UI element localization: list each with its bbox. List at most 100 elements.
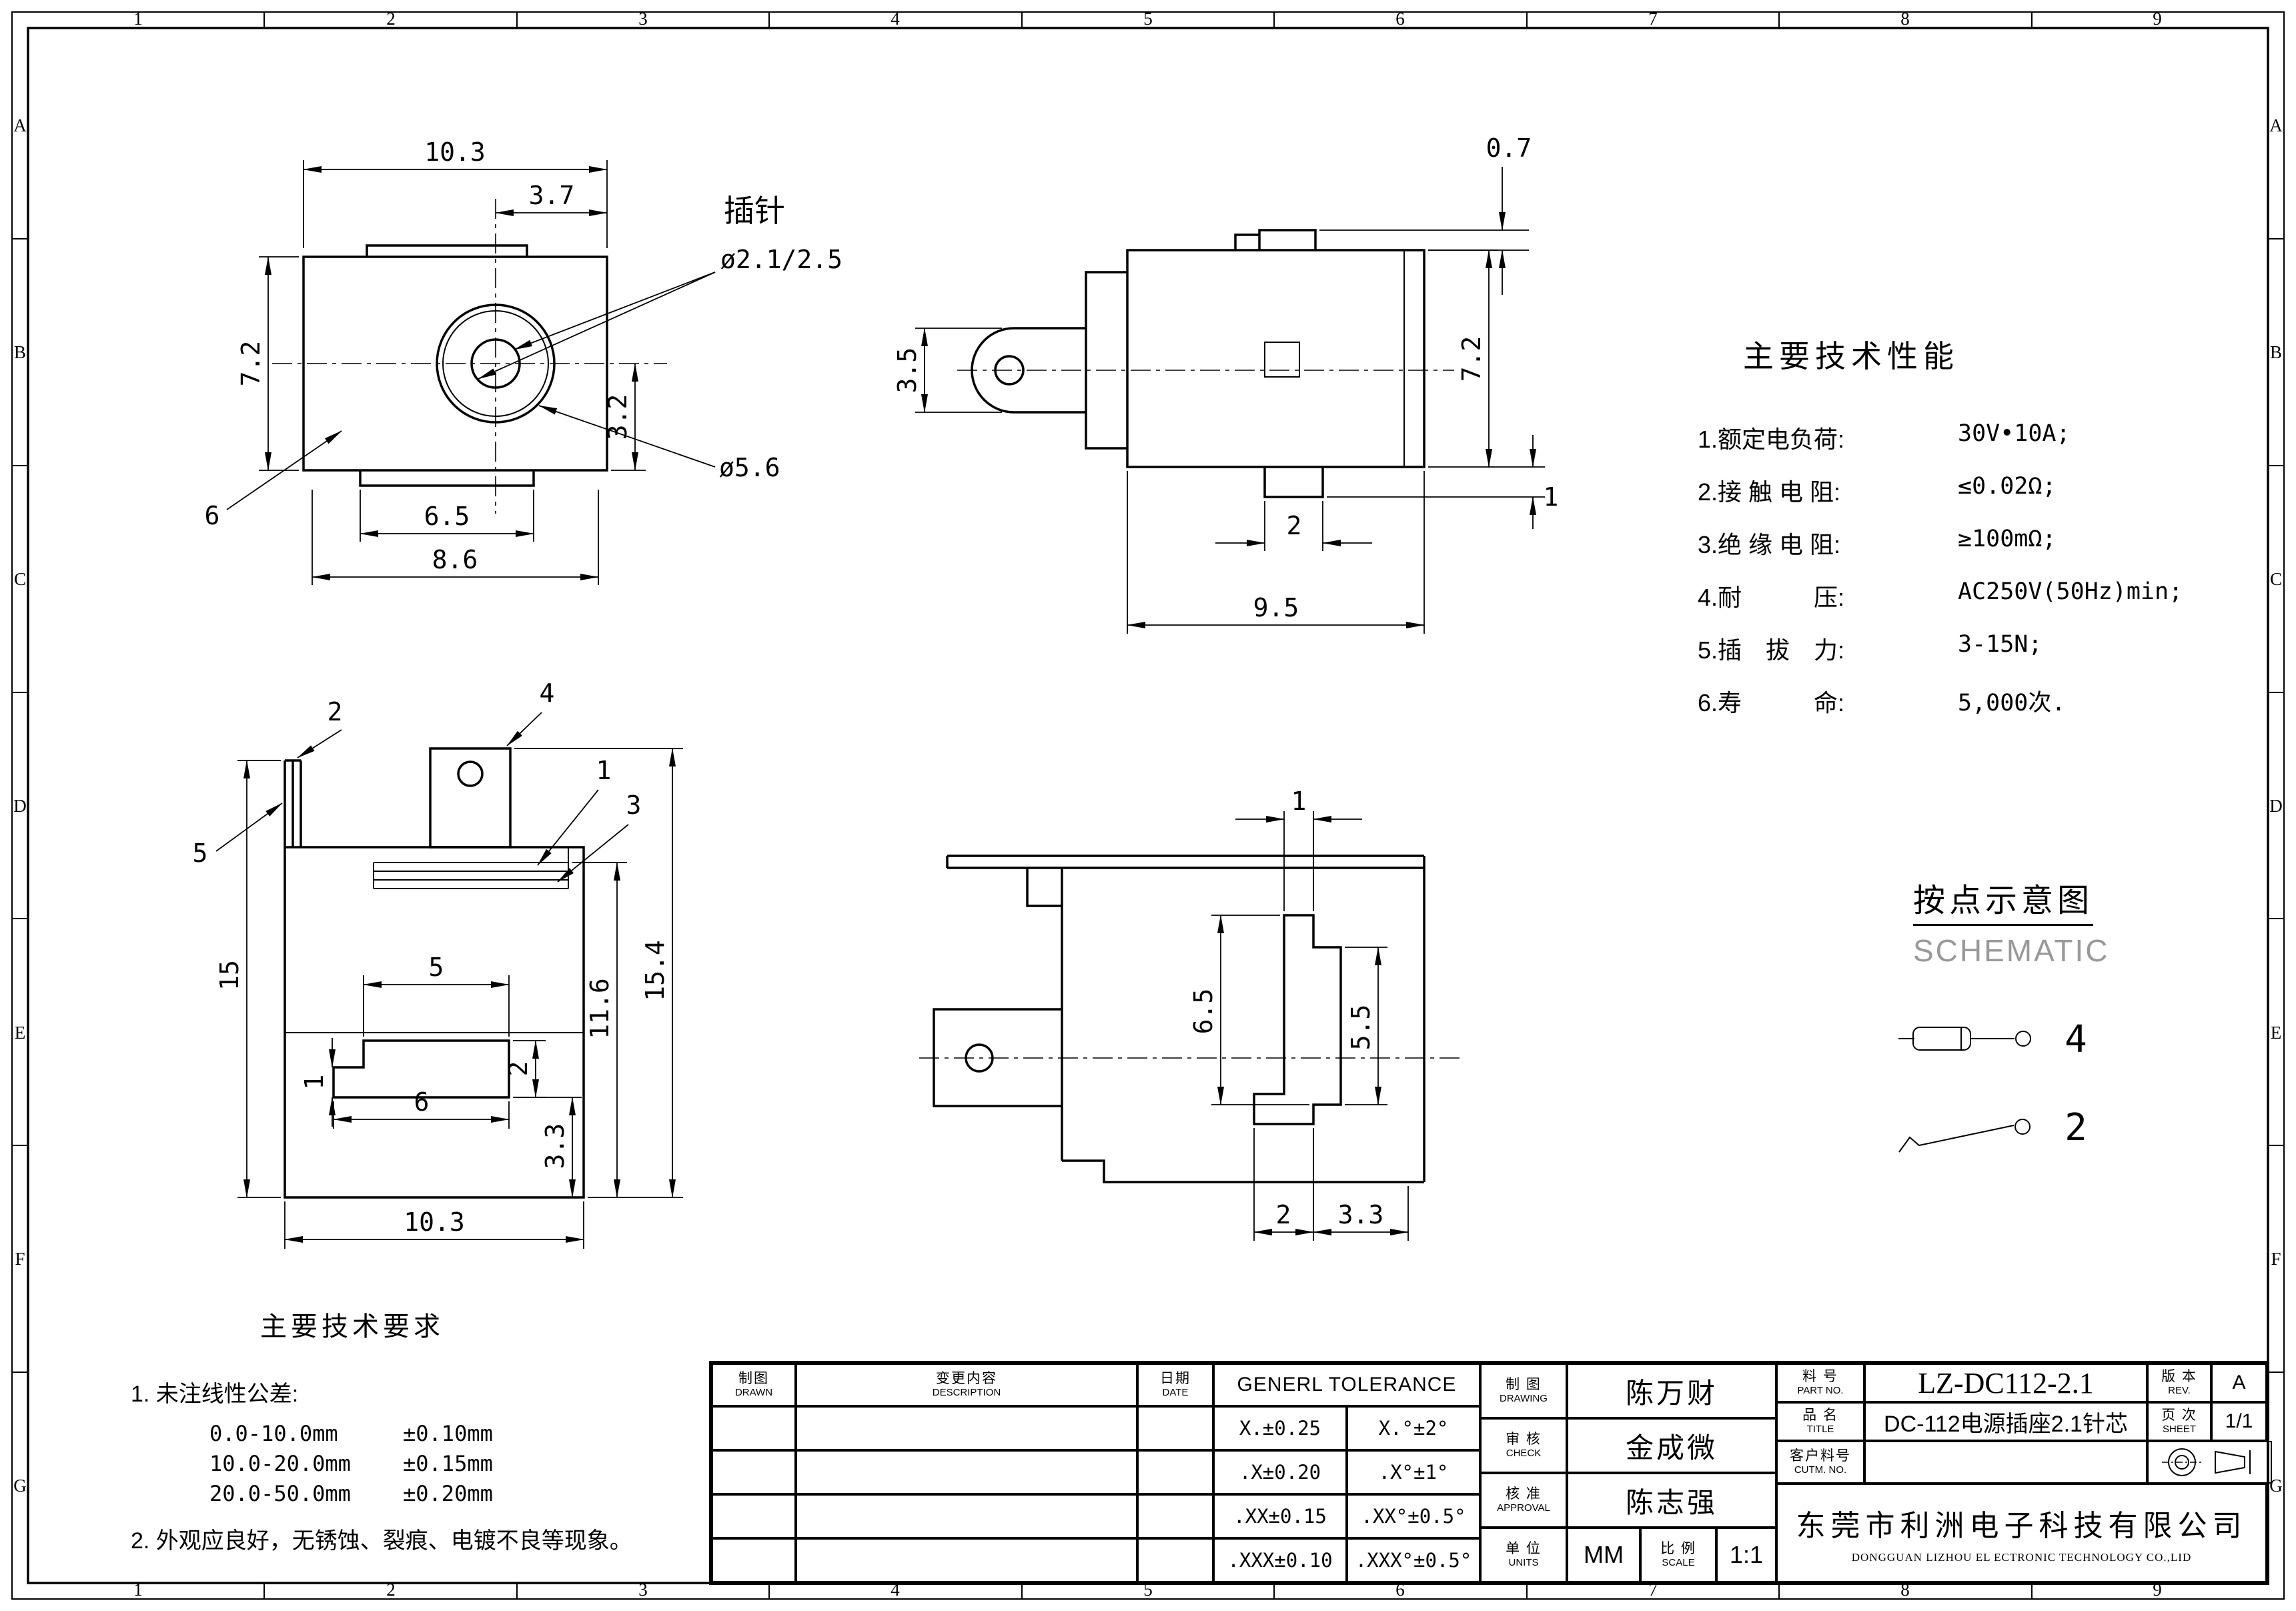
- switch-contact-symbol: [1898, 1125, 2015, 1153]
- grid-col-label: 1: [133, 1580, 143, 1600]
- front-bottom-tab: [359, 470, 535, 487]
- dim-label: 0.7: [1486, 133, 1532, 163]
- grid-col-label: 8: [1900, 9, 1910, 29]
- view-profile: 2 4 1 3 5 15 15.4 11.6 5 1 2: [193, 678, 683, 1249]
- item-number-label: 2: [328, 697, 343, 726]
- projection-symbol-cell: [2147, 1441, 2272, 1484]
- dim-label: 2: [1276, 1200, 1291, 1229]
- tolerance-value: X.°±2°: [1347, 1406, 1480, 1450]
- dim-label: 8.6: [432, 545, 478, 574]
- revision-empty-cell: [1137, 1406, 1213, 1450]
- side-window: [1264, 342, 1300, 378]
- dim-label: 11.6: [585, 978, 614, 1039]
- grid-col-label: 5: [1143, 9, 1153, 29]
- drawing-signature: 陈万财: [1567, 1364, 1776, 1418]
- grid-col-label: 7: [1648, 9, 1658, 29]
- grid-col-label: 4: [891, 9, 900, 29]
- tolerance-value: .XX±0.15: [1213, 1494, 1347, 1538]
- tolerance-row: 20.0-50.0mm±0.20mm: [209, 1481, 493, 1506]
- spec-item: 5.插 拔 力:3-15N;: [1698, 631, 2043, 664]
- dim-label: 1: [1544, 482, 1559, 512]
- customer-part-no-value: [1864, 1441, 2147, 1484]
- dim-label: ø5.6: [719, 453, 780, 482]
- front-top-tab: [366, 244, 528, 257]
- revision-empty-cell: [712, 1494, 796, 1538]
- dim-label: 6: [414, 1087, 430, 1117]
- spec-item: 1.额定电负荷:30V•10A;: [1698, 420, 2071, 453]
- grid-row-label: D: [13, 796, 27, 816]
- pin-callout-label: 插针: [724, 193, 785, 228]
- part-no-value: LZ-DC112-2.1: [1864, 1364, 2147, 1402]
- view-side: 0.7 3.5 7.2 1 2 9.5: [893, 133, 1558, 634]
- dim-label: 5: [429, 953, 444, 982]
- tolerance-row: 0.0-10.0mm±0.10mm: [209, 1421, 493, 1446]
- spec-item: 4.耐 压:AC250V(50Hz)min;: [1698, 578, 2183, 611]
- grid-col-label: 6: [1395, 9, 1405, 29]
- grid-row-label: D: [2269, 796, 2283, 816]
- profile-body-outline: [283, 846, 585, 1199]
- revision-empty-cell: [796, 1538, 1137, 1582]
- view-front: 10.3 3.7 7.2 3.2 6.5 8.6 插针 ø2.1/2.5 ø5.…: [205, 137, 842, 585]
- grid-row-label: F: [15, 1249, 25, 1269]
- grid-row-label: B: [14, 342, 26, 362]
- grid-col-label: 2: [386, 1580, 396, 1600]
- tolerance-table: GENERL TOLERANCE X.±0.25 X.°±2° .X±0.20 …: [1213, 1364, 1480, 1582]
- revision-empty-cell: [712, 1450, 796, 1494]
- grid-row-label: A: [13, 115, 27, 135]
- jack-plug-symbol: [1912, 1027, 1971, 1051]
- dim-label: 15.4: [640, 940, 670, 1001]
- rear-contact-window: [1253, 914, 1342, 1125]
- sheet-value: 1/1: [2211, 1402, 2267, 1441]
- grid-row-label: B: [2270, 342, 2282, 362]
- revision-empty-cell: [1137, 1450, 1213, 1494]
- pin4-tab: [429, 747, 512, 849]
- dim-label: 1: [1291, 786, 1307, 816]
- terminal-circle: [2015, 1031, 2031, 1047]
- dim-label: 3.3: [1338, 1200, 1384, 1229]
- units-value: MM: [1567, 1528, 1640, 1582]
- dim-label: 6.5: [424, 502, 470, 531]
- dim-label: 6.5: [1189, 989, 1218, 1035]
- dim-label: 7.2: [1457, 336, 1486, 382]
- dim-label: 15: [215, 960, 244, 991]
- grid-row-label: C: [2270, 569, 2282, 589]
- third-angle-projection-icon: [2161, 1448, 2251, 1476]
- company-name-en: DONGGUAN LIZHOU EL ECTRONIC TECHNOLOGY C…: [1851, 1551, 2192, 1564]
- dim-label: 3.2: [603, 394, 632, 440]
- grid-row-label: C: [14, 569, 26, 589]
- dim-label: 3.3: [540, 1123, 570, 1169]
- revision-empty-cell: [712, 1406, 796, 1450]
- tech-specs-title: 主要技术性能: [1743, 339, 1959, 374]
- company-name-cn: 东莞市利洲电子科技有限公司: [1796, 1510, 2247, 1542]
- check-signature: 金成微: [1567, 1418, 1776, 1473]
- side-flange: [1085, 271, 1127, 450]
- leader-line: [538, 405, 716, 468]
- item-number-label: 5: [193, 839, 208, 868]
- revision-empty-cell: [1137, 1494, 1213, 1538]
- tolerance-value: .X°±1°: [1347, 1450, 1480, 1494]
- revision-empty-cell: [796, 1494, 1137, 1538]
- approval-signature: 陈志强: [1567, 1473, 1776, 1528]
- grid-row-label: G: [2269, 1476, 2283, 1496]
- item-number-label: 1: [596, 756, 612, 785]
- dim-label: 9.5: [1253, 593, 1299, 622]
- grid-col-label: 3: [638, 1580, 648, 1600]
- grid-row-label: E: [2271, 1023, 2282, 1043]
- revision-empty-cell: [1137, 1538, 1213, 1582]
- dim-label: 3.5: [893, 348, 922, 394]
- schematic-symbols: 4 2: [1898, 1018, 2087, 1153]
- tolerance-value: .X±0.20: [1213, 1450, 1347, 1494]
